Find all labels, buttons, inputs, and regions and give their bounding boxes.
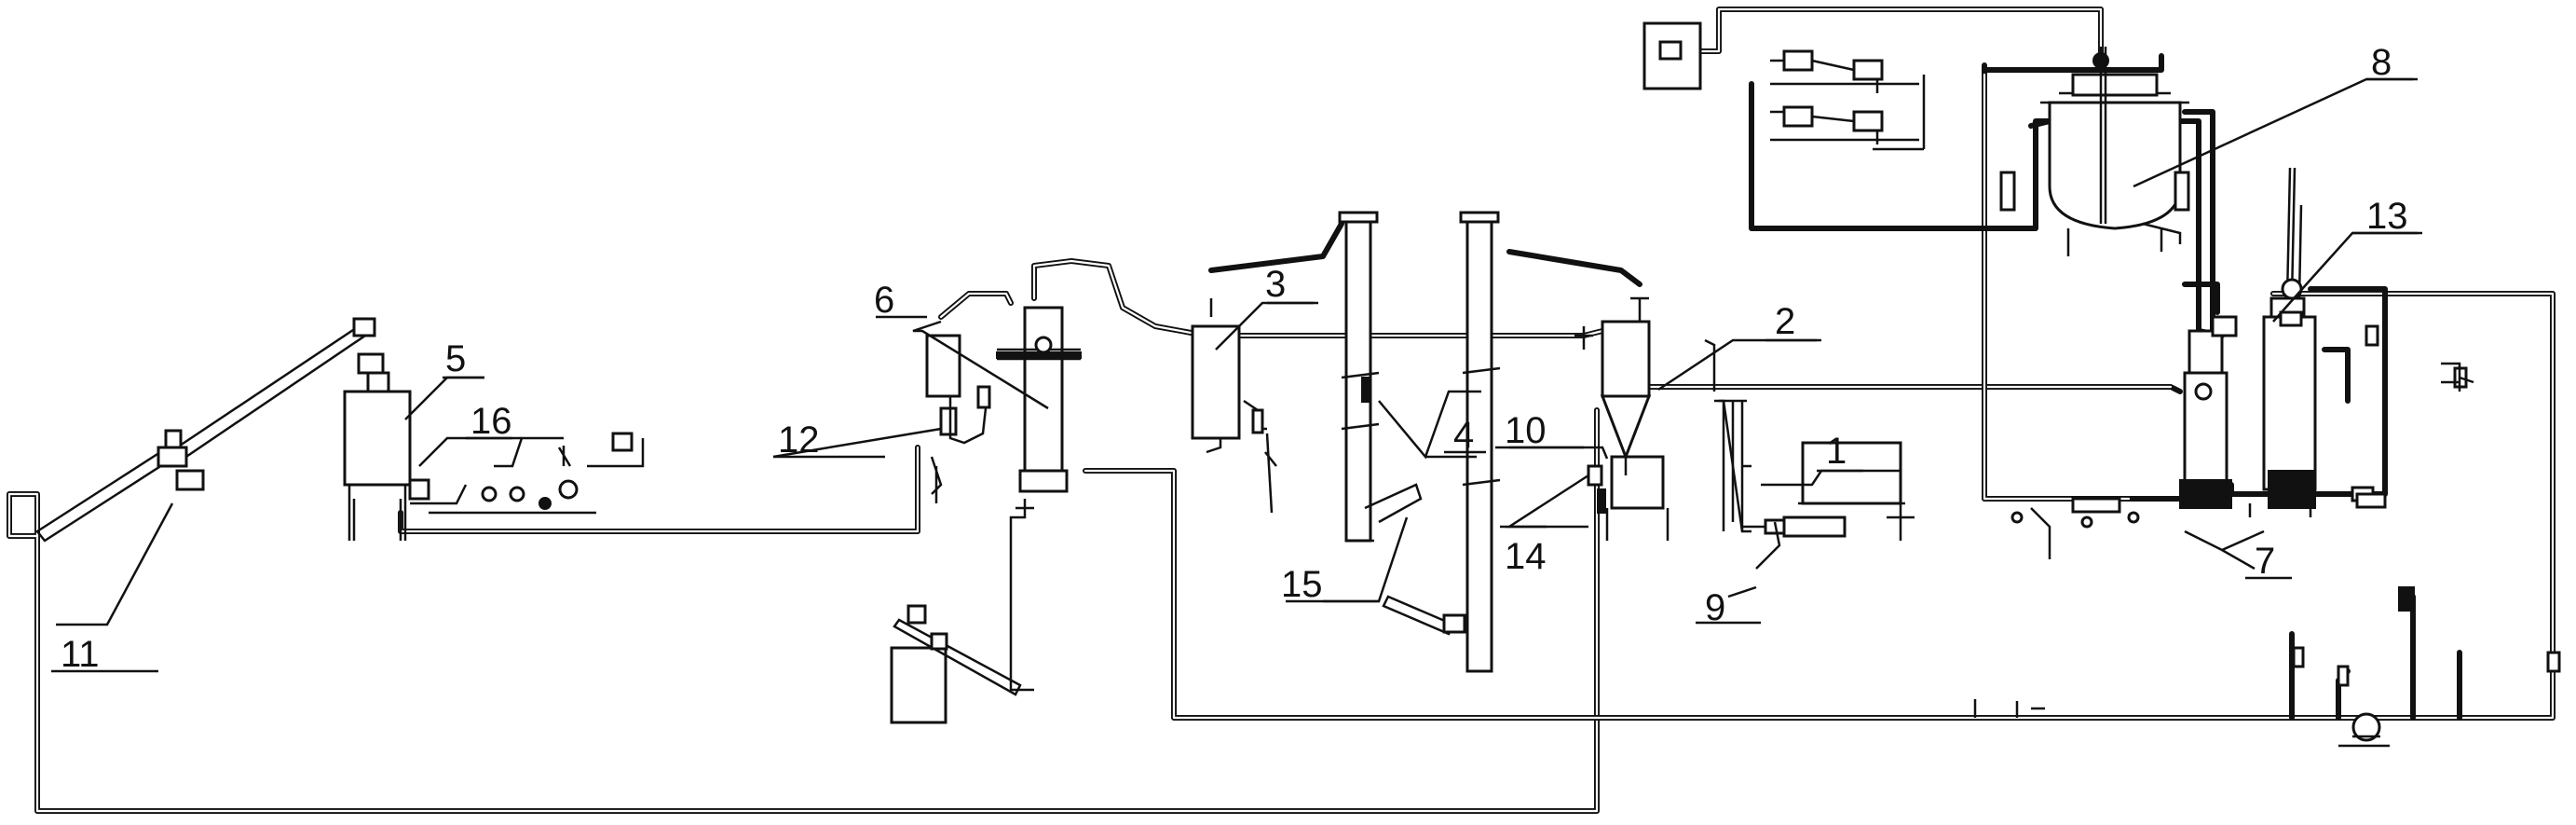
pump-9 [1742, 516, 1847, 538]
label-underlines [51, 77, 2422, 673]
label-2: 2 [1775, 301, 1795, 342]
control-box [1642, 21, 1702, 90]
label-5: 5 [445, 338, 466, 379]
tank-5 [343, 371, 430, 541]
pipe-pump-branch [2289, 594, 2462, 721]
stack-4a [1338, 211, 1423, 543]
separator-2 [1574, 296, 1670, 541]
column-7b [2248, 167, 2375, 517]
screw-conveyor-11 [35, 317, 385, 543]
pipe-col6-bottom [1009, 499, 1034, 692]
label-1: 1 [1826, 431, 1847, 472]
reactor-8 [1999, 47, 2190, 256]
heat-coil [1719, 399, 1747, 531]
separator-12 [925, 291, 1014, 503]
pipe-tank5-out [410, 436, 645, 515]
label-11: 11 [61, 634, 100, 675]
pipe-vapor-duct-inner [1032, 259, 1208, 337]
label-14: 14 [1505, 536, 1547, 577]
label-15: 15 [1281, 564, 1323, 605]
label-4: 4 [1453, 415, 1474, 456]
label-6: 6 [874, 280, 894, 321]
stack-4b [1382, 211, 1501, 673]
pipe-outer-loop-inner [7, 408, 1599, 813]
loop-valves [2010, 324, 2561, 673]
label-10: 10 [1505, 410, 1547, 451]
pump-set-top [1770, 49, 1926, 151]
label-7: 7 [2255, 541, 2275, 582]
pipe-return-loop [1083, 291, 2556, 721]
vessel-3 [1191, 298, 1277, 514]
pipe-side-branch [2322, 347, 2351, 404]
pipe-feed-line [398, 445, 920, 534]
column-7a [2179, 315, 2238, 509]
valve-14 [1587, 464, 1606, 514]
column-6 [996, 306, 1082, 493]
label-16: 16 [470, 401, 512, 442]
hopper-conveyor [890, 604, 1022, 724]
label-3: 3 [1265, 264, 1286, 305]
label-12: 12 [778, 419, 820, 461]
valve-train-16 [481, 432, 634, 510]
label-8: 8 [2371, 42, 2392, 83]
equipment [35, 21, 2561, 748]
label-9: 9 [1705, 587, 1725, 628]
pipe-return-loop-inner [1084, 292, 2555, 720]
label-group: 1 2 3 4 5 6 7 8 9 10 11 12 13 14 15 16 [61, 42, 2408, 675]
pipe-control-line [1670, 7, 2104, 231]
pipe-col2-right [1704, 338, 1751, 533]
label-13: 13 [2366, 196, 2408, 237]
pipe-feed-line-inner [399, 446, 920, 533]
circulation-pump [1973, 586, 2415, 748]
pipe-control-line-inner [1670, 7, 2103, 67]
